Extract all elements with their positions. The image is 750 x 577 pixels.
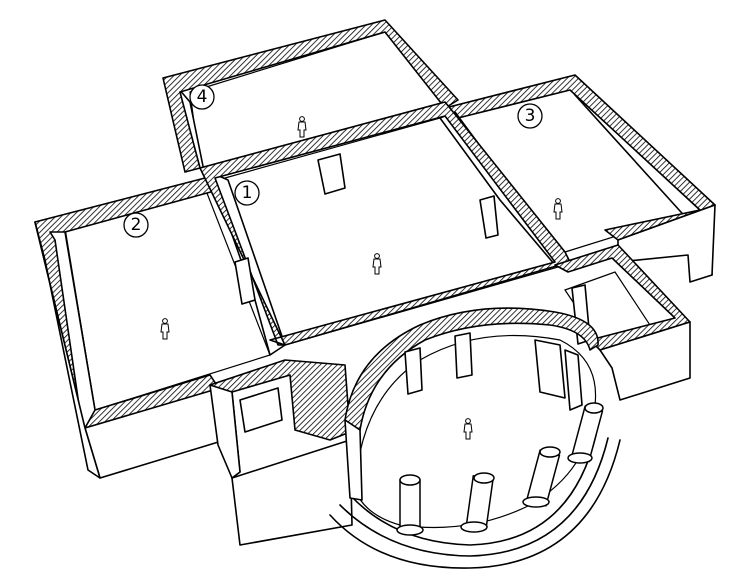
column-icon [396, 474, 424, 536]
room-label-1: 1 [234, 180, 260, 206]
room-label-4: 4 [189, 84, 215, 110]
column-icon [567, 402, 604, 464]
side-room-right [554, 244, 691, 401]
room-label-2: 2 [123, 212, 149, 238]
room-3 [444, 74, 716, 283]
room-label-3: 3 [517, 103, 543, 129]
column-icon [460, 472, 495, 533]
room-label-text: 1 [242, 183, 253, 203]
room-1 [199, 101, 571, 356]
room-label-text: 4 [197, 87, 208, 107]
column-icon [522, 446, 561, 508]
room-label-text: 2 [131, 215, 142, 235]
room-4 [162, 19, 459, 177]
room-label-text: 3 [525, 106, 536, 126]
vestibule-left [209, 359, 353, 546]
rotunda [329, 307, 621, 569]
